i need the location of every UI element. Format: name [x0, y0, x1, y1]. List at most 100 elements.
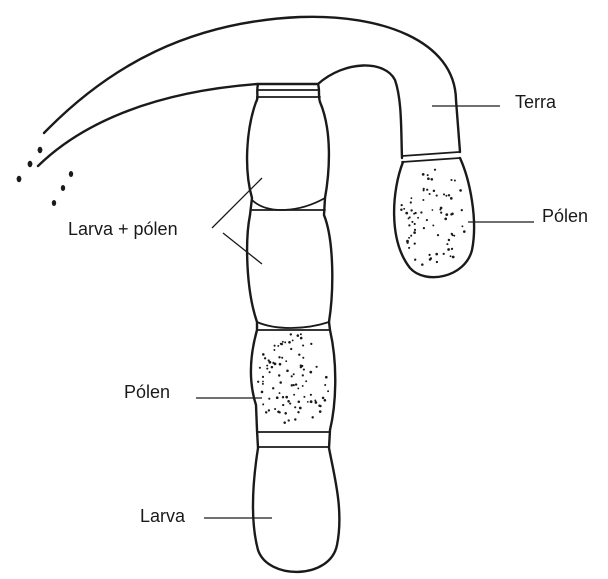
pollen-dot	[448, 239, 450, 241]
pollen-dot	[414, 229, 416, 231]
pollen-dot	[283, 421, 286, 424]
pollen-dot	[413, 213, 415, 215]
pollen-dot	[426, 189, 428, 191]
pollen-dot	[274, 408, 276, 410]
pollen-dot	[447, 248, 450, 251]
pollen-dot	[261, 391, 264, 394]
pollen-dot	[432, 209, 434, 211]
pollen-dot	[427, 174, 429, 176]
pollen-dot	[406, 240, 409, 243]
pollen-dot	[408, 247, 410, 249]
top-pollen-dots	[400, 169, 465, 266]
pollen-dot	[420, 211, 422, 213]
pollen-dot	[299, 407, 302, 410]
pollen-dot	[277, 345, 279, 347]
pollen-dot	[431, 178, 434, 181]
pollen-dot	[302, 344, 304, 346]
pollen-dot	[463, 230, 466, 233]
pollen-dot	[282, 404, 284, 406]
pollen-dot	[414, 242, 416, 244]
pollen-dot	[309, 371, 312, 374]
hook-partition-lower	[402, 158, 460, 162]
pollen-dot	[454, 180, 456, 182]
pollen-dot	[271, 366, 274, 369]
pollen-dot	[450, 179, 452, 181]
label-polen-middle: Pólen	[124, 382, 170, 402]
pollen-dot	[401, 204, 403, 206]
pollen-dot	[319, 410, 322, 413]
pollen-dot	[302, 357, 304, 359]
pollen-dot	[297, 411, 299, 413]
pollen-dot	[293, 373, 295, 375]
label-polen-top: Pólen	[542, 206, 588, 226]
label-terra: Terra	[515, 92, 557, 112]
continuation-dot	[28, 161, 33, 167]
pollen-dot	[408, 224, 410, 226]
pollen-dot	[432, 224, 434, 226]
continuation-dot	[38, 147, 43, 153]
pollen-dot	[421, 263, 424, 266]
pollen-dot	[428, 254, 430, 256]
pollen-dot	[293, 394, 295, 396]
pollen-dot	[411, 221, 413, 223]
pollen-dot	[448, 194, 450, 196]
pollen-dot	[453, 235, 455, 237]
pollen-dot	[422, 199, 424, 201]
pollen-dot	[266, 368, 268, 370]
pollen-dot	[288, 341, 291, 344]
pollen-dot	[268, 398, 270, 400]
pollen-dot	[414, 223, 416, 225]
pollen-dot	[262, 383, 264, 385]
pollen-dot	[289, 403, 291, 405]
pollen-dot	[269, 371, 271, 373]
pollen-dot	[292, 339, 294, 341]
pollen-dot	[325, 376, 328, 379]
pollen-dot	[305, 380, 307, 382]
pollen-dot	[408, 237, 410, 239]
pollen-dot	[278, 374, 280, 376]
pollen-dot	[437, 234, 439, 236]
pollen-dot	[277, 411, 280, 414]
pollen-dot	[310, 400, 313, 403]
pollen-dot	[414, 259, 416, 261]
pollen-dot	[285, 396, 288, 399]
pollen-dot	[268, 409, 270, 411]
pollen-dot	[410, 209, 412, 211]
pollen-dot	[451, 233, 453, 235]
pollen-dot	[297, 334, 300, 337]
pollen-dot	[290, 333, 292, 335]
pollen-dot	[451, 248, 453, 250]
pollen-dot	[282, 396, 284, 398]
pollen-dot	[310, 343, 312, 345]
pollen-dot	[423, 189, 425, 191]
pollen-dot	[318, 404, 320, 406]
pollen-dot	[297, 387, 299, 389]
pollen-dot	[400, 208, 402, 210]
pollen-dot	[281, 343, 283, 345]
pollen-dot	[273, 349, 275, 351]
pollen-dot	[409, 216, 411, 218]
pollen-dot	[461, 209, 463, 211]
pollen-dot	[259, 367, 261, 369]
pollen-dot	[426, 219, 428, 221]
pollen-dot	[303, 369, 305, 371]
pollen-dot	[413, 231, 416, 234]
pollen-dot	[452, 256, 455, 259]
pollen-dot	[303, 396, 305, 398]
pollen-dot	[429, 258, 432, 261]
pollen-dot	[265, 411, 267, 413]
continuation-dot	[52, 200, 56, 206]
pollen-dot	[279, 381, 282, 384]
pollen-dot	[433, 190, 435, 192]
pollen-dot	[434, 169, 436, 171]
pollen-dot	[266, 365, 268, 367]
pollen-dot	[291, 384, 293, 386]
pollen-dot	[285, 360, 287, 362]
pollen-dot	[279, 363, 282, 366]
pollen-dot	[436, 195, 438, 197]
pollen-dot	[288, 419, 290, 421]
pollen-dot	[307, 401, 309, 403]
pollen-dot	[450, 213, 452, 215]
